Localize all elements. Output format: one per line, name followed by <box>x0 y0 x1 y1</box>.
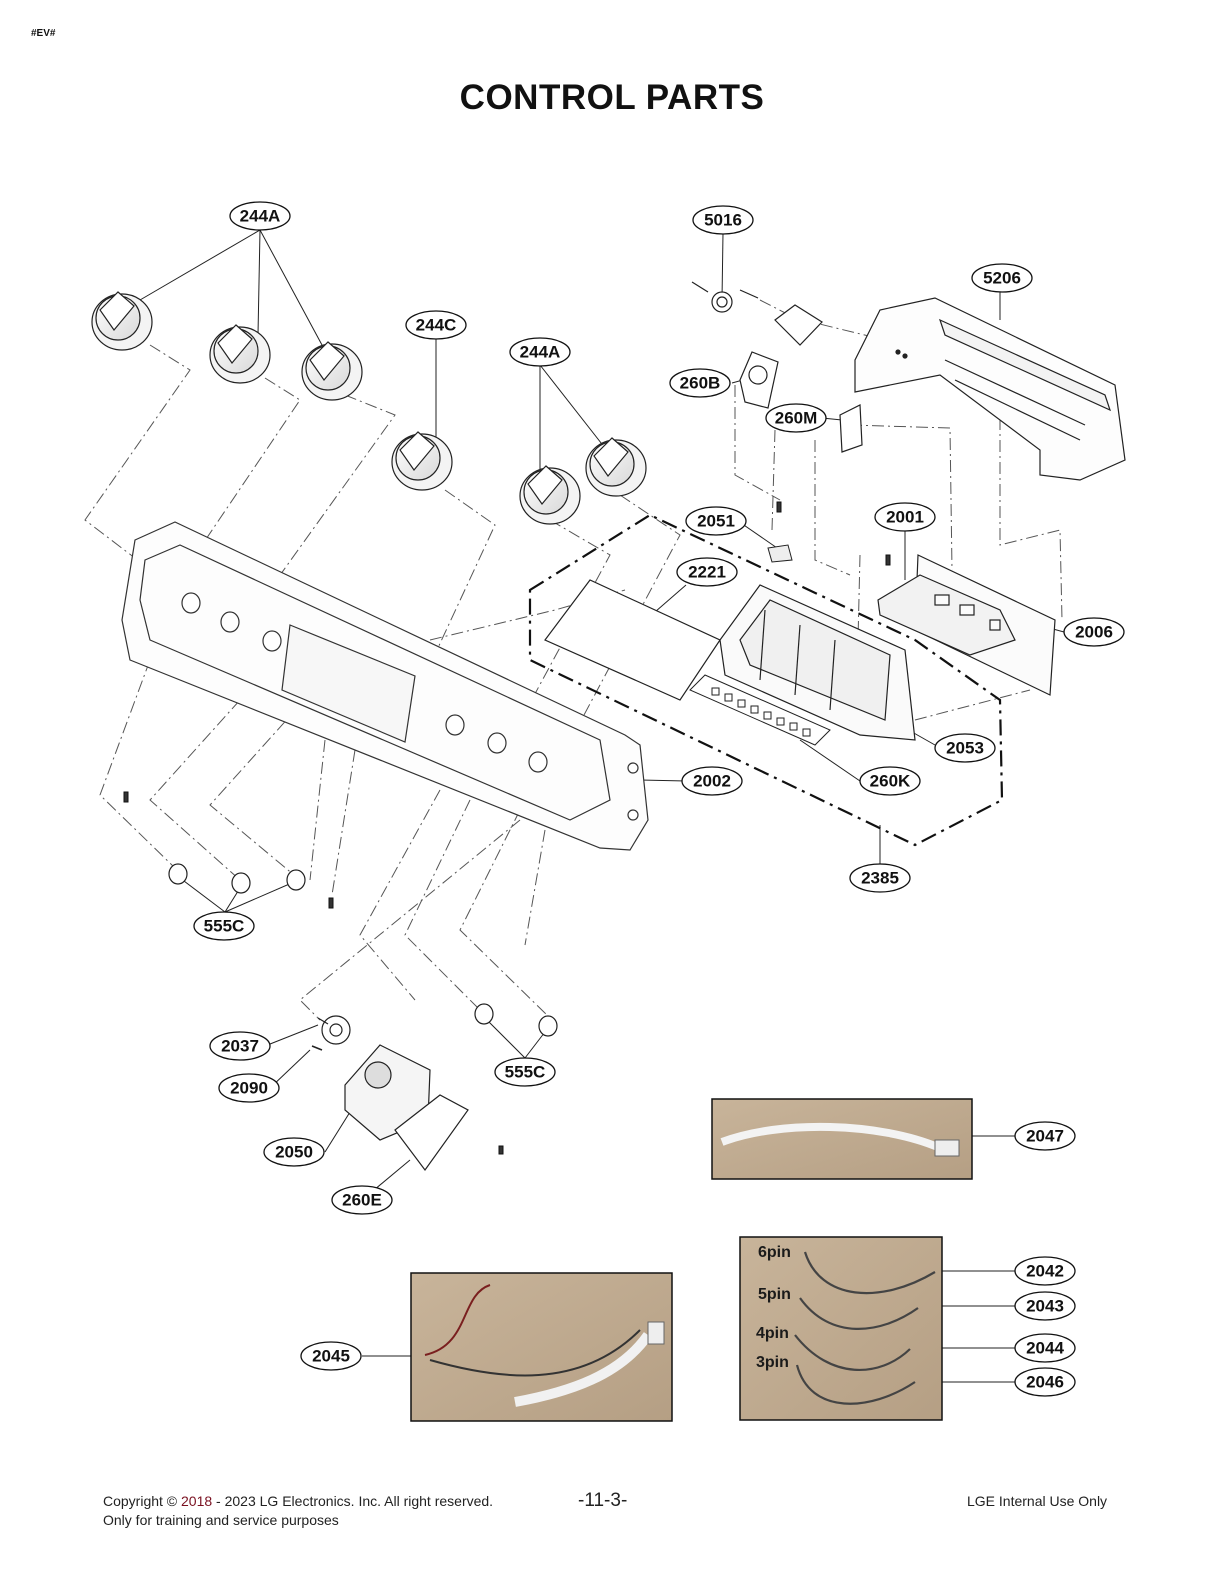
callout-2045: 2045 <box>312 1347 350 1366</box>
knob-244a-5 <box>585 437 647 497</box>
copyright-suffix: - 2023 LG Electronics. Inc. All right re… <box>212 1493 494 1509</box>
callout-2002: 2002 <box>693 772 731 791</box>
purpose-note: Only for training and service purposes <box>103 1512 339 1528</box>
caps-555c <box>168 863 558 1037</box>
knob-244a-1 <box>91 291 153 351</box>
main-pcb-2006 <box>877 554 1056 696</box>
callout-555c-left: 555C <box>204 917 245 936</box>
control-panel-2002 <box>121 521 649 851</box>
key-board-260k <box>689 674 831 746</box>
harness-photo-2047 <box>711 1098 973 1180</box>
frame-2053 <box>719 584 916 741</box>
callout-260e: 260E <box>342 1191 382 1210</box>
switch-2050 <box>344 1044 431 1141</box>
callout-260k: 260K <box>870 772 911 791</box>
callout-2046: 2046 <box>1026 1373 1064 1392</box>
callout-5016: 5016 <box>704 211 742 230</box>
cover-bracket-5206 <box>854 297 1126 481</box>
knob-244a-4 <box>519 465 581 525</box>
pin-label-5: 5pin <box>758 1286 791 1303</box>
pin-label-6: 6pin <box>758 1244 791 1261</box>
classification-note: LGE Internal Use Only <box>967 1493 1108 1509</box>
callout-2042: 2042 <box>1026 1262 1064 1281</box>
callout-2047: 2047 <box>1026 1127 1064 1146</box>
pin-label-4: 4pin <box>756 1325 789 1342</box>
assembly-2385-outline <box>528 513 1004 847</box>
copyright-line: Copyright © 2018 - 2023 LG Electronics. … <box>103 1493 493 1509</box>
callout-2385: 2385 <box>861 869 899 888</box>
bracket-260e <box>394 1094 469 1172</box>
callout-244c: 244C <box>416 316 457 335</box>
knob-244a-2 <box>209 324 271 384</box>
callout-260m: 260M <box>775 409 818 428</box>
callout-260b: 260B <box>680 374 721 393</box>
cover-260m <box>839 404 863 453</box>
callout-5206: 5206 <box>983 269 1021 288</box>
page-number: -11-3- <box>578 1490 628 1511</box>
callout-244a-top: 244A <box>240 207 281 226</box>
callout-2043: 2043 <box>1026 1297 1064 1316</box>
callout-ellipses <box>193 201 1125 1397</box>
callout-2090: 2090 <box>230 1079 268 1098</box>
callout-2050: 2050 <box>275 1143 313 1162</box>
screws <box>123 501 891 1155</box>
knob-244a-3 <box>301 341 363 401</box>
copyright-year: 2018 <box>181 1493 213 1509</box>
callout-2037: 2037 <box>221 1037 259 1056</box>
callout-2006: 2006 <box>1075 623 1113 642</box>
callout-2051: 2051 <box>697 512 735 531</box>
document-code: #EV# <box>31 28 56 39</box>
knob-244c <box>391 431 453 491</box>
callout-2001: 2001 <box>886 508 924 527</box>
callout-555c-right: 555C <box>505 1063 546 1082</box>
clip-2090 <box>311 1045 323 1051</box>
page-title: CONTROL PARTS <box>459 78 765 117</box>
callout-244a-mid: 244A <box>520 343 561 362</box>
bracket-2051 <box>767 544 793 563</box>
window-film-2221 <box>544 579 721 701</box>
sensor-260b <box>739 351 779 409</box>
copyright-prefix: Copyright © <box>103 1493 182 1509</box>
pin-label-3: 3pin <box>756 1354 789 1371</box>
harness-photo-pins <box>739 1236 943 1421</box>
encoder-5016 <box>691 281 823 346</box>
callout-2221: 2221 <box>688 563 726 582</box>
harness-photo-2045 <box>410 1272 673 1422</box>
callout-2044: 2044 <box>1026 1339 1064 1358</box>
encoder-2037 <box>317 1015 351 1045</box>
callout-2053: 2053 <box>946 739 984 758</box>
